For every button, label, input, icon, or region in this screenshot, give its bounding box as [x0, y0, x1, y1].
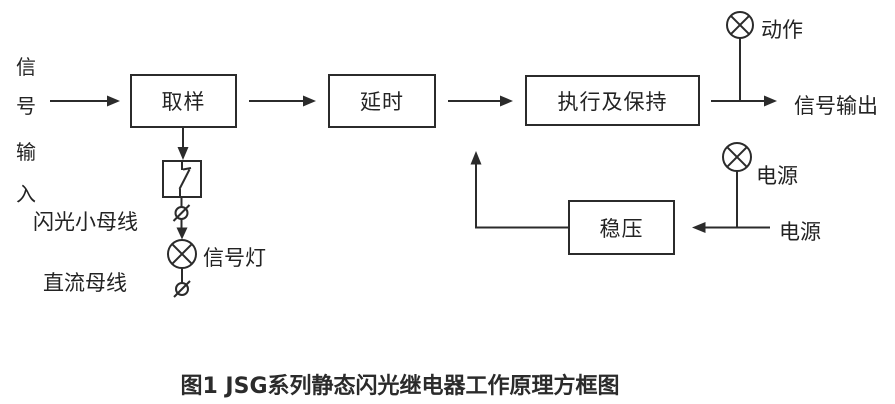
- signal-input-label-char: 号: [16, 94, 36, 118]
- terminal-icon: [173, 268, 191, 298]
- signal-input-label-char: 入: [16, 182, 36, 206]
- output-arrow: [711, 95, 777, 107]
- power-lamp-icon: [722, 142, 752, 228]
- action-lamp-label: 动作: [761, 18, 803, 42]
- power-input-arrow: [692, 222, 770, 233]
- figure-caption: 图1 JSG系列静态闪光继电器工作原理方框图: [180, 374, 620, 399]
- box-voltage-regulator: 稳压: [568, 200, 675, 255]
- signal-input-label-char: 输: [16, 140, 36, 164]
- dc-bus-label: 直流母线: [43, 271, 127, 295]
- sampling-to-delay-arrow: [249, 95, 316, 107]
- input-arrow: [50, 95, 120, 107]
- power-lamp-label: 电源: [756, 164, 798, 188]
- switch-box: [162, 160, 202, 198]
- switch-contact-icon: [178, 161, 192, 197]
- box-delay: 延时: [328, 74, 436, 128]
- flash-bus-label: 闪光小母线: [33, 210, 138, 234]
- delay-to-execute-arrow: [448, 95, 513, 107]
- signal-input-label-char: 信: [16, 55, 36, 79]
- power-source-label: 电源: [779, 220, 821, 244]
- box-sampling: 取样: [130, 74, 237, 128]
- sampling-down-arrow: [177, 128, 189, 160]
- terminal-to-lamp-arrow: [176, 219, 188, 240]
- signal-output-label: 信号输出: [794, 94, 878, 118]
- box-execute-hold: 执行及保持: [525, 75, 700, 126]
- action-lamp-icon: [726, 11, 754, 101]
- terminal-icon: [172, 197, 191, 222]
- regulator-feedback-arrow: [470, 151, 568, 229]
- signal-lamp-icon: [167, 239, 197, 269]
- signal-lamp-label: 信号灯: [203, 246, 266, 270]
